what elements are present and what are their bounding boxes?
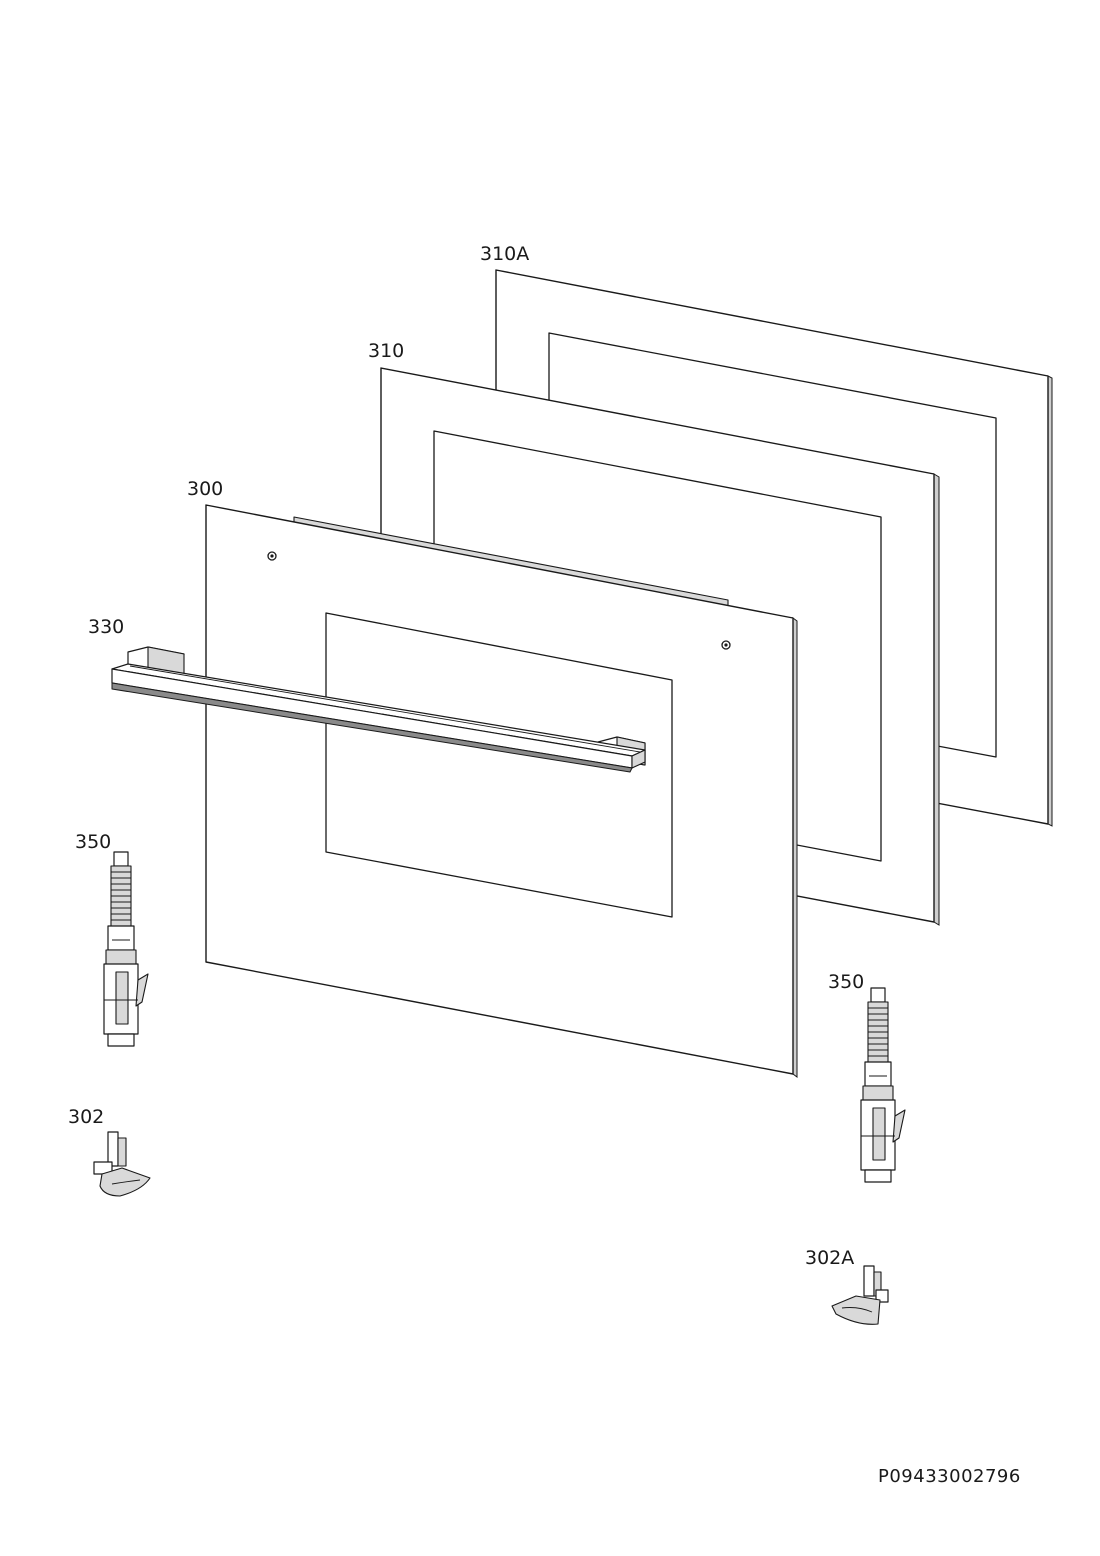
outer-door-panel-300 [205, 504, 798, 1078]
label-300: 300 [187, 478, 223, 500]
label-330: 330 [88, 616, 124, 638]
screw-hole [721, 640, 731, 650]
hinge-350-right [860, 987, 906, 1183]
label-350-left: 350 [75, 831, 111, 853]
hinge-350-left [103, 851, 149, 1047]
label-350-right: 350 [828, 971, 864, 993]
bracket-302a [831, 1265, 889, 1325]
label-302a: 302A [805, 1247, 854, 1269]
document-code: P09433002796 [878, 1466, 1021, 1487]
label-302: 302 [68, 1106, 104, 1128]
screw-hole [267, 551, 277, 561]
label-310: 310 [368, 340, 404, 362]
door-handle-330 [111, 646, 646, 773]
label-310a: 310A [480, 243, 529, 265]
bracket-302 [93, 1131, 151, 1197]
